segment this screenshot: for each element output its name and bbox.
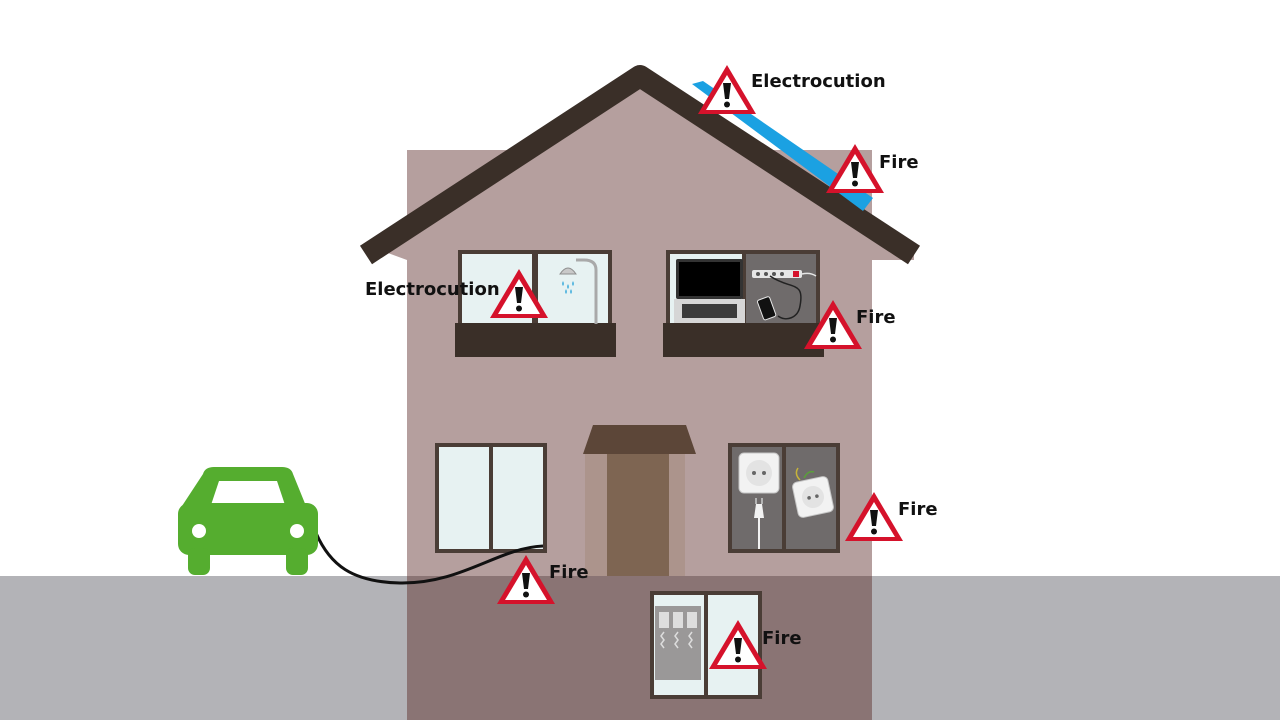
hazard-label-roof-fire: Fire	[879, 152, 919, 173]
door	[583, 425, 696, 576]
outlets-window	[728, 443, 840, 553]
electronics-window	[663, 250, 824, 357]
wall-socket-icon	[738, 452, 780, 494]
fuse-box-icon	[655, 606, 701, 680]
door-canopy	[583, 425, 696, 454]
charging-cable	[314, 532, 544, 585]
plug-icon	[754, 498, 764, 549]
basement-wall	[407, 576, 872, 720]
house-gable	[366, 75, 914, 260]
hazard-label-electronics-fire: Fire	[856, 307, 896, 328]
power-strip-icon	[752, 270, 817, 320]
shower-icon	[559, 258, 598, 324]
hazard-label-charging-fire: Fire	[549, 562, 589, 583]
car-icon	[178, 467, 318, 575]
hazard-label-fuse-box-fire: Fire	[762, 628, 802, 649]
hazard-label-bathroom-electrocution: Electrocution	[365, 279, 500, 300]
smartphone-icon	[757, 296, 777, 321]
hazard-label-roof-electrocution: Electrocution	[751, 71, 886, 92]
hazard-label-outlets-fire: Fire	[898, 499, 938, 520]
living-room-window	[435, 443, 547, 553]
damaged-socket-icon	[792, 476, 834, 518]
laptop-icon	[674, 259, 745, 323]
